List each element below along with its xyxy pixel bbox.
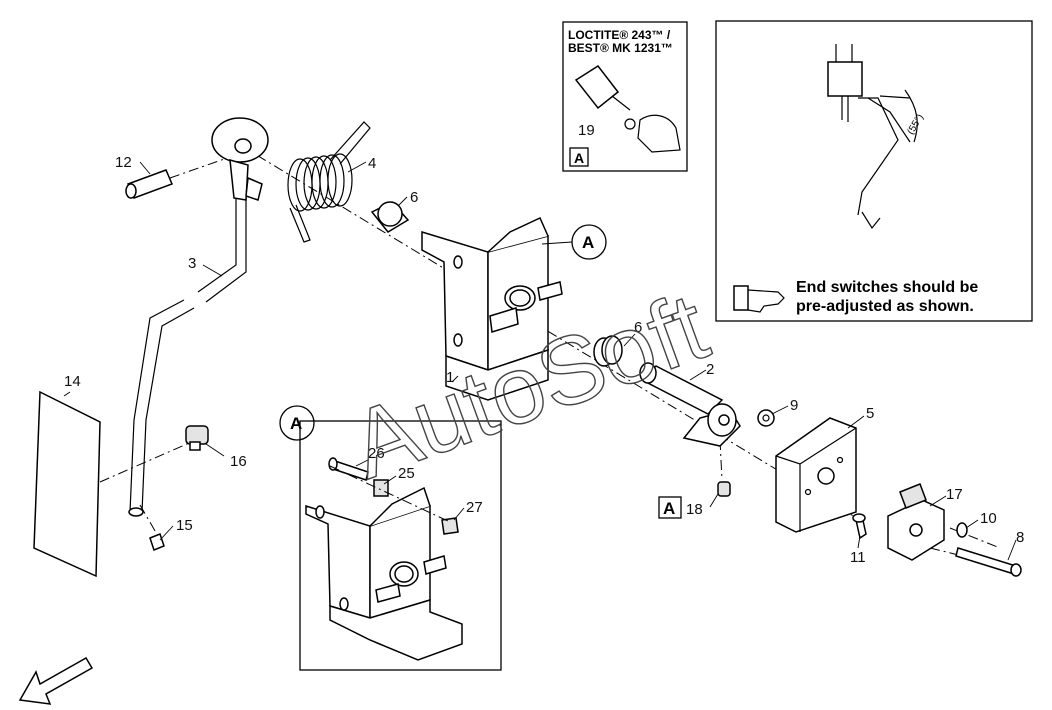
label-17: 17 [946,486,963,503]
label-8: 8 [1016,529,1024,546]
pointing-hand-icon [733,285,749,311]
end-switch [887,483,945,561]
label-26: 26 [368,445,385,462]
label-3: 3 [188,255,196,272]
screw-11 [852,513,867,540]
label-18: 18 [686,501,703,518]
label-19: 19 [578,122,595,139]
bracket [421,216,563,401]
pedal-arm [128,117,269,517]
label-9: 9 [790,397,798,414]
bolt-8 [955,547,1022,577]
detail-tag-a: A [574,150,584,166]
label-16: 16 [230,453,247,470]
label-12: 12 [115,154,132,171]
direction-arrow-icon [18,656,94,705]
label-4: 4 [368,155,376,172]
loctite-box: LOCTITE® 243™ / BEST® MK 1231™ A [562,21,688,172]
roll-pin-15 [149,533,165,551]
nut-9 [757,409,775,427]
pin-12 [125,169,174,199]
washer-10 [956,522,968,538]
set-screw-18 [717,481,731,497]
callout-a-bracket: A [541,224,607,260]
tag-a-18-letter: A [663,499,675,518]
label-25: 25 [398,465,415,482]
loctite-label-line2: BEST® MK 1231™ [568,41,673,55]
label-10: 10 [980,510,997,527]
shaft [639,362,741,447]
end-switch-note-line1: End switches should be [796,279,978,296]
torsion-spring [287,121,371,243]
stop-bolt-16 [185,425,209,451]
tag-a-18: A [658,496,682,519]
label-2: 2 [706,361,714,378]
end-switch-box: (55°) End switches should be pre-adjuste… [715,20,1033,322]
label-5: 5 [866,405,874,422]
label-6-top: 6 [410,189,418,206]
bushing-6-top [370,201,410,233]
loctite-label-line1: LOCTITE® 243™ / [568,28,671,42]
label-14: 14 [64,373,81,390]
label-6-mid: 6 [634,319,642,336]
part-labels: 12 3 4 6 6 1 2 5 9 14 16 15 17 10 8 11 1… [64,122,1024,566]
pedal-pad [33,390,101,578]
label-11: 11 [850,549,866,566]
adhesive-bottle-icon [574,64,620,110]
hand-icon [637,114,681,153]
callout-a-detail-label: A [290,414,302,433]
label-1: 1 [446,369,454,386]
label-27: 27 [466,499,483,516]
end-switch-note-line2: pre-adjusted as shown. [796,298,974,315]
label-15: 15 [176,517,193,534]
detail-a-box [299,420,502,671]
leader-lines [63,161,1017,561]
callout-a-label: A [582,233,594,252]
angle-label: (55°) [906,112,926,136]
switch-plate [775,417,857,533]
bushing-6-mid [593,335,623,367]
callout-a-detail: A [279,405,315,441]
